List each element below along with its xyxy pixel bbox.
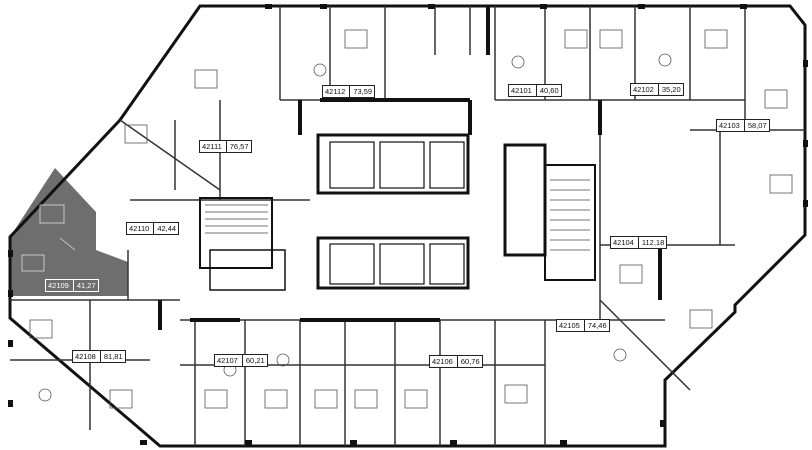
elevator-core xyxy=(199,133,596,291)
unit-area: 73,59 xyxy=(349,86,372,97)
unit-42109-highlight[interactable] xyxy=(10,168,128,296)
unit-number: 42101 xyxy=(511,86,532,95)
unit-number: 42107 xyxy=(217,356,238,365)
unit-area: 81,81 xyxy=(99,351,123,362)
unit-number: 42110 xyxy=(129,224,150,233)
furniture xyxy=(29,29,793,409)
unit-number: 42109 xyxy=(48,281,69,290)
unit-area: 41,27 xyxy=(72,280,96,291)
unit-area: 74,46 xyxy=(583,320,607,331)
stairs xyxy=(205,179,590,251)
unit-number: 42106 xyxy=(432,357,453,366)
unit-area: 112,18 xyxy=(637,237,664,248)
unit-number: 42105 xyxy=(559,321,580,330)
unit-area: 35,20 xyxy=(657,84,681,95)
unit-area: 60,76 xyxy=(456,356,480,367)
unit-area: 40,60 xyxy=(535,85,559,96)
unit-number: 42102 xyxy=(633,85,654,94)
unit-area: 58,07 xyxy=(743,120,767,131)
facade-columns xyxy=(8,4,808,445)
unit-42109-furniture xyxy=(21,204,76,272)
unit-number: 42104 xyxy=(613,238,634,247)
unit-number: 42108 xyxy=(75,352,96,361)
structural-walls xyxy=(158,6,662,330)
unit-area: 42,44 xyxy=(153,223,176,234)
unit-area: 76,57 xyxy=(225,141,249,152)
unit-number: 42111 xyxy=(202,142,222,151)
building-outline xyxy=(8,4,807,448)
unit-area: 60,21 xyxy=(241,355,265,366)
unit-number: 42112 xyxy=(325,87,346,96)
unit-number: 42103 xyxy=(719,121,740,130)
